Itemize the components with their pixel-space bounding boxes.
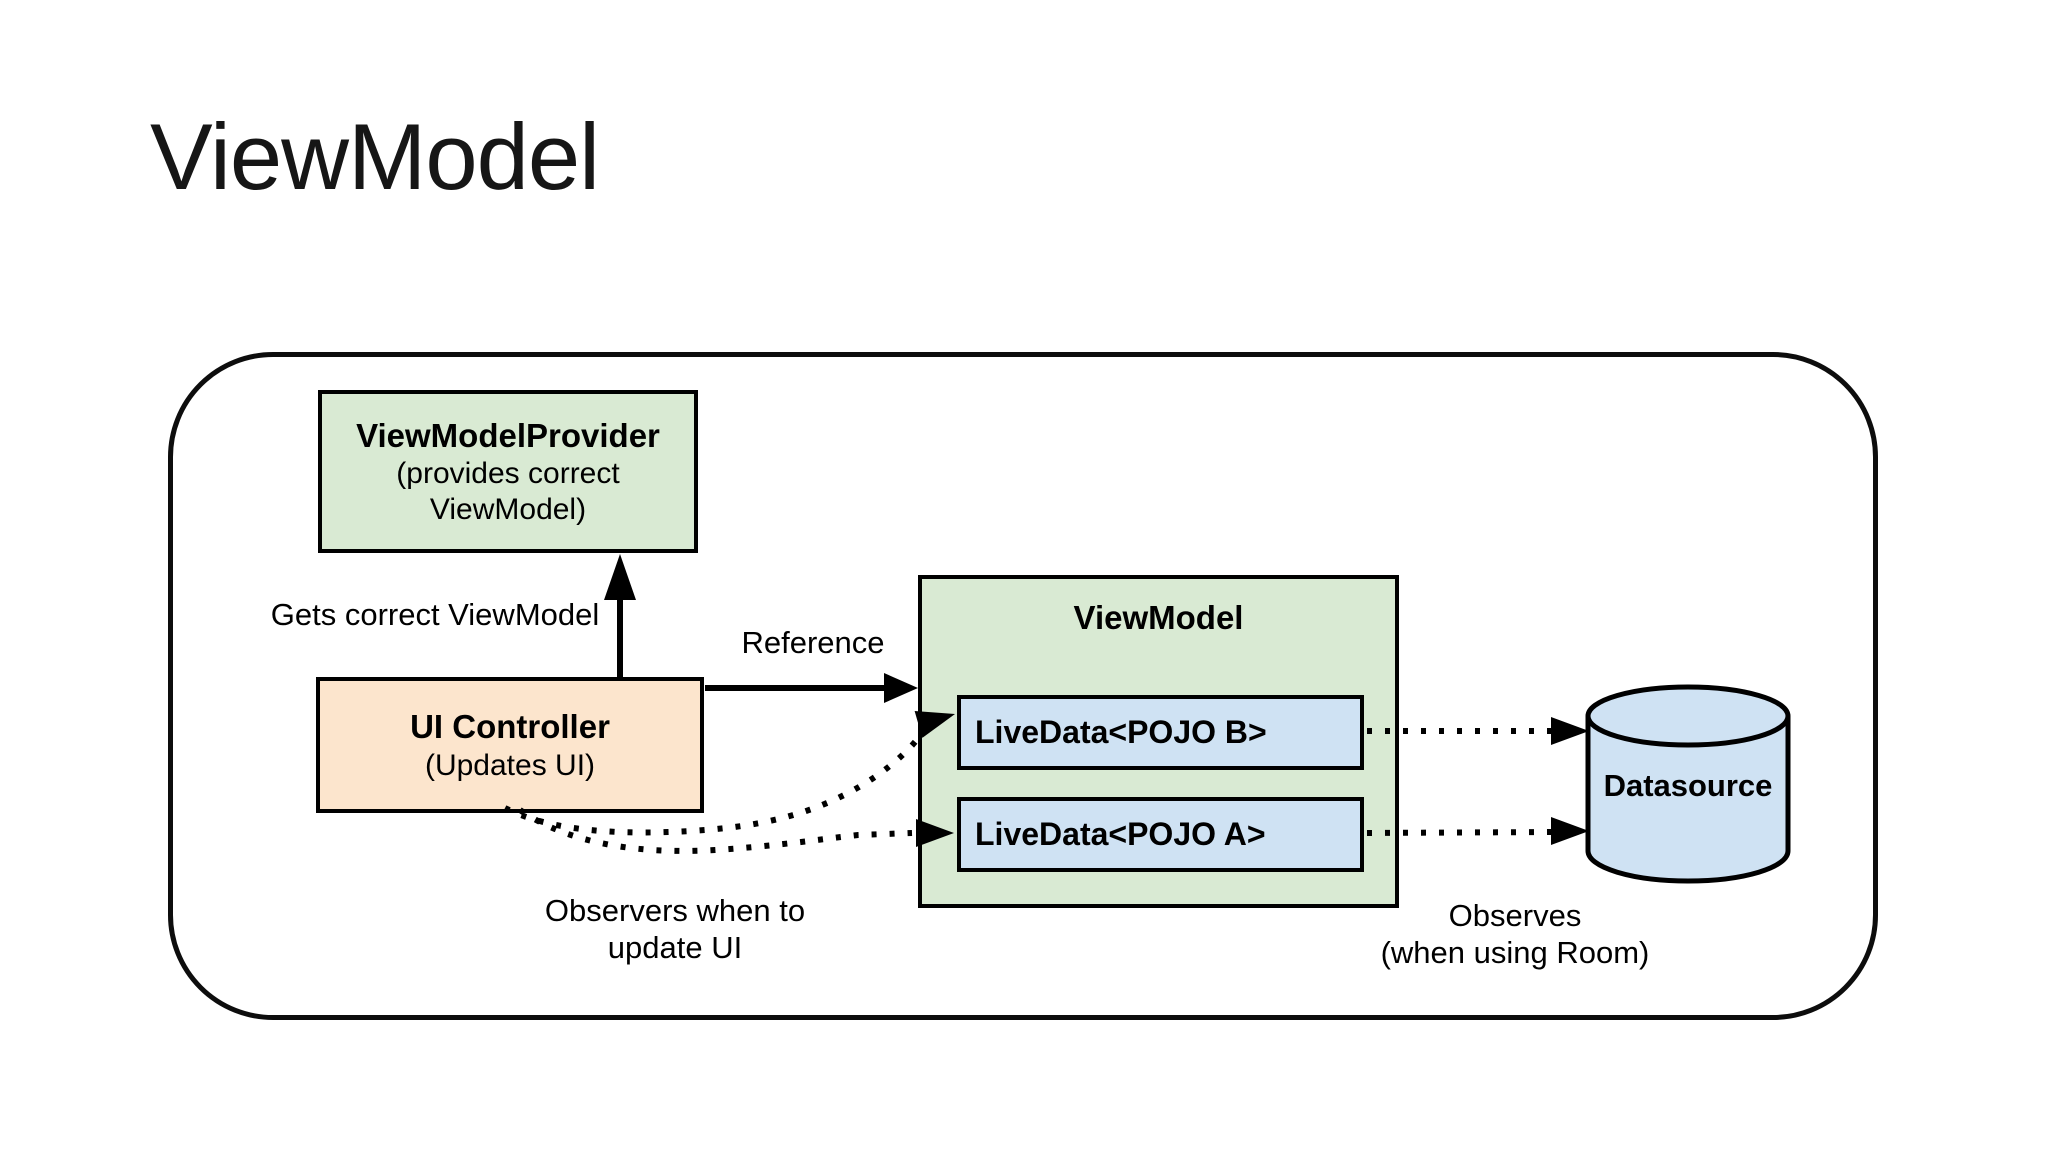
observers-label-line2: update UI xyxy=(607,929,743,965)
livedata-pojo-a-node: LiveData<POJO A> xyxy=(957,797,1364,872)
reference-label: Reference xyxy=(741,625,885,660)
gets-correct-viewmodel-label: Gets correct ViewModel xyxy=(270,597,600,632)
uicontroller-subtitle: (Updates UI) xyxy=(424,748,596,782)
livedata-pojo-b-node: LiveData<POJO B> xyxy=(957,695,1364,770)
observes-when-using-room-label: Observes (when using Room) xyxy=(1330,898,1700,971)
livedata-pojo-a-label: LiveData<POJO A> xyxy=(975,816,1266,852)
slide-title: ViewModel xyxy=(150,104,600,209)
database-cylinder-body xyxy=(1585,716,1791,884)
database-cylinder-icon xyxy=(1585,684,1791,884)
uicontroller-title: UI Controller xyxy=(410,708,610,746)
database-cylinder-top xyxy=(1585,684,1791,748)
observers-label-line1: Observers when to xyxy=(544,893,806,928)
uicontroller-node: UI Controller (Updates UI) xyxy=(316,677,704,813)
livedata-pojo-b-label: LiveData<POJO B> xyxy=(975,714,1267,750)
observes-label-line1: Observes xyxy=(1448,898,1582,933)
architecture-diagram-frame xyxy=(168,352,1878,1020)
observers-when-to-update-ui-label: Observers when to update UI xyxy=(495,893,855,966)
viewmodelprovider-subtitle: (provides correct ViewModel) xyxy=(396,457,620,527)
viewmodel-title: ViewModel xyxy=(1073,599,1244,636)
viewmodelprovider-title: ViewModelProvider xyxy=(356,416,660,454)
viewmodelprovider-node: ViewModelProvider (provides correct View… xyxy=(318,390,698,553)
observes-label-line2: (when using Room) xyxy=(1380,934,1650,970)
datasource-label: Datasource xyxy=(1603,768,1773,803)
